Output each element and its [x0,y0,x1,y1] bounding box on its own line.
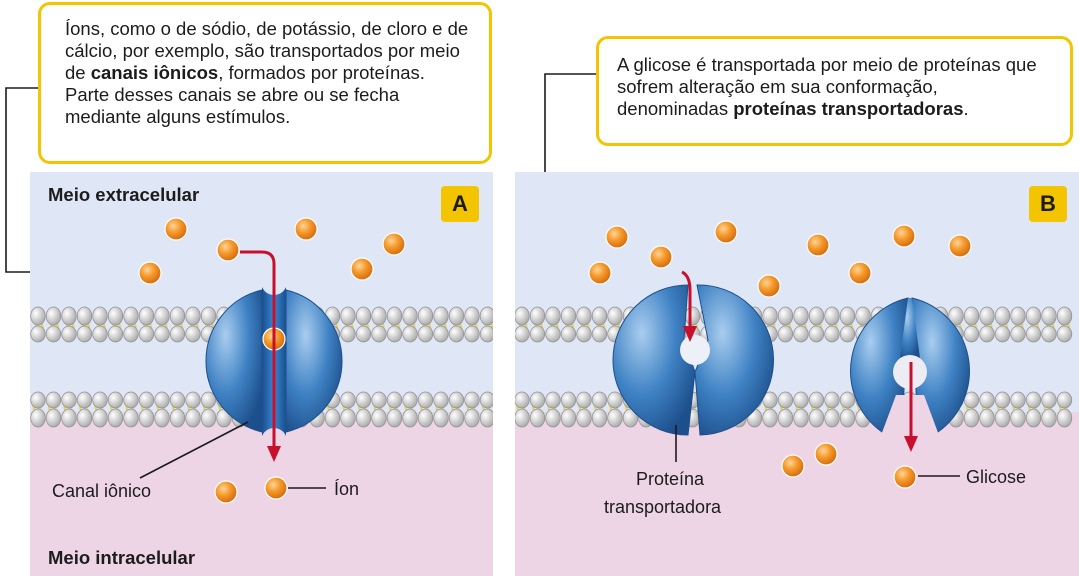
transporter-label-line2: transportadora [604,497,722,517]
transporter-callout: A glicose é transportada por meio de pro… [596,36,1073,146]
glucose-arrow-out-head [904,436,918,452]
ion-channel-label: Canal iônico [52,481,152,501]
particle [214,480,238,504]
glucose-arrow-in [681,270,692,328]
transport-arrows [240,250,913,448]
particle [848,261,872,285]
ion-arrow-head [267,446,281,462]
particle [588,261,612,285]
particle [382,232,406,256]
callout-a-connector [5,87,38,273]
particle [216,238,240,262]
transporter-label-line1: Proteína [636,469,705,489]
glucose-arrow-in-head [683,326,697,342]
particle [294,217,318,241]
particle [806,233,830,257]
particle [781,454,805,478]
leader-lines [139,421,960,489]
panel-b-background [515,172,1079,576]
particle [649,245,673,269]
transporter-protein-open-inside [850,297,970,438]
particle [814,442,838,466]
arrow-heads [267,326,918,462]
particle [605,225,629,249]
panel-a-badge: A [441,186,479,222]
extracellular-label: Meio extracelular [48,184,200,205]
callout-a-text-end: , formados por proteínas. Parte desses c… [65,62,425,127]
particle [893,465,917,489]
callout-a-bold-term: canais iônicos [90,62,219,83]
callout-b-bold-term: proteínas transportadoras [733,98,964,119]
particle [264,476,288,500]
particle [350,257,374,281]
particle [948,234,972,258]
ion-channel-callout: Íons, como o de sódio, de potássio, de c… [38,2,492,164]
glucose-label: Glicose [966,467,1027,487]
particle [892,224,916,248]
callout-b-connector [544,73,596,172]
particle [164,217,188,241]
particles [138,217,972,504]
ion-label: Íon [334,479,360,499]
particle [757,274,781,298]
callout-a-text: Íons, como o de sódio, de potássio, de c… [65,18,469,83]
ion-arrow [240,250,276,448]
callout-b-text-end: . [963,98,969,119]
panel-b-badge: B [1029,186,1067,222]
particle [714,220,738,244]
transporter-protein-open-outside [612,284,774,436]
particle [138,261,162,285]
intracellular-label: Meio intracelular [48,547,196,568]
callout-b-text: A glicose é transportada por meio de pro… [617,54,1037,119]
ion-channel-leader [139,421,249,479]
